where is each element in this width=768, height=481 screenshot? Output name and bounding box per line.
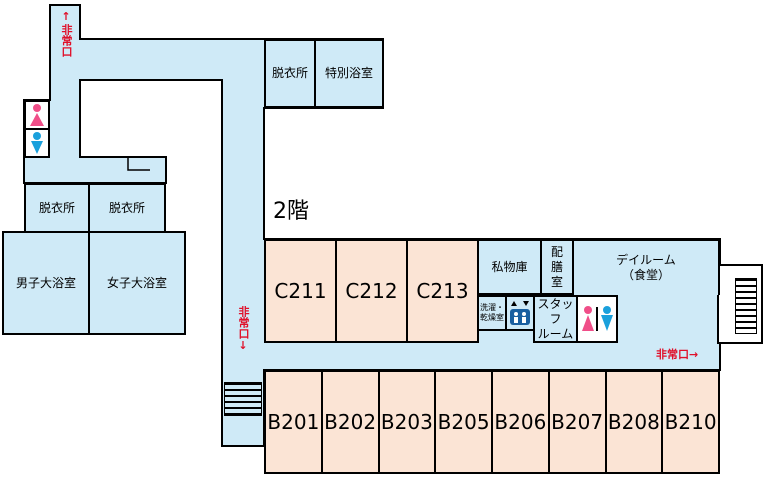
b-room-row: B201 B202 B203 B205 B206 B207 B208 B210 — [264, 370, 720, 474]
male-icon-head-right — [603, 306, 611, 314]
female-icon-body-right — [582, 315, 594, 331]
room-c212-label: C212 — [345, 279, 398, 303]
room-special-bath-label: 特別浴室 — [324, 66, 373, 80]
elevator-person-1-body — [514, 317, 518, 323]
elevator-person-1 — [514, 312, 518, 316]
room-b203-label: B203 — [380, 410, 433, 434]
male-icon-head — [33, 132, 41, 140]
room-c211-label: C211 — [274, 279, 327, 303]
room-b208: B208 — [604, 370, 664, 474]
exit-middle: 非常口 ↓ — [232, 306, 254, 353]
elevator-person-2 — [522, 312, 526, 316]
room-b205: B205 — [434, 370, 493, 474]
room-b210-label: B210 — [664, 410, 717, 434]
room-day-room: デイルーム （食堂） — [572, 239, 720, 295]
toilet-divider — [596, 307, 598, 331]
female-icon-head — [33, 104, 41, 112]
stairs-left — [224, 382, 262, 416]
female-icon — [30, 104, 44, 126]
room-b201: B201 — [264, 370, 323, 474]
room-womens-bath-label: 女子大浴室 — [106, 275, 167, 290]
elevator-icon — [510, 301, 530, 325]
room-b207: B207 — [547, 370, 607, 474]
room-private-storage: 私物庫 — [477, 239, 542, 295]
room-staff: スタッフ ルーム — [533, 295, 578, 343]
room-b201-label: B201 — [267, 410, 320, 434]
room-b203: B203 — [377, 370, 437, 474]
elevator — [505, 295, 535, 331]
toilet-right-icons — [582, 306, 613, 331]
room-staff-label-2: ルーム — [537, 326, 574, 341]
room-womens-bath: 女子大浴室 — [88, 231, 186, 335]
room-dressing-left-1: 脱衣所 — [24, 183, 90, 233]
elevator-up-arrow — [511, 301, 517, 306]
room-laundry-label-2: 乾燥室 — [480, 313, 504, 322]
room-special-bath: 特別浴室 — [314, 39, 384, 108]
room-dressing-top-label: 脱衣所 — [271, 66, 308, 80]
stairs-right — [735, 278, 757, 334]
exit-middle-text: 非常口 — [237, 306, 250, 339]
room-b210: B210 — [661, 370, 720, 474]
male-icon — [31, 132, 43, 154]
room-dressing-top: 脱衣所 — [264, 39, 316, 108]
elevator-down-arrow — [523, 301, 529, 306]
elevator-box — [510, 309, 530, 325]
room-b206: B206 — [491, 370, 550, 474]
toilet-male-left — [24, 128, 50, 158]
room-b208-label: B208 — [607, 410, 660, 434]
room-day-room-label-2: （食堂） — [621, 268, 670, 282]
room-private-storage-label: 私物庫 — [491, 259, 528, 274]
male-icon-body-right — [601, 315, 613, 331]
female-icon-body — [30, 113, 44, 126]
room-dressing-left-2-label: 脱衣所 — [108, 200, 145, 215]
room-dressing-left-2: 脱衣所 — [88, 183, 166, 233]
exit-right: 非常口→ — [656, 348, 699, 361]
room-laundry: 洗濯・ 乾燥室 — [477, 295, 507, 331]
room-b202: B202 — [320, 370, 380, 474]
exit-top-arrow: ↑ — [61, 10, 71, 23]
room-b202-label: B202 — [324, 410, 377, 434]
exit-top: ↑ 非常口 — [55, 10, 77, 57]
room-c211: C211 — [264, 239, 337, 343]
room-mens-bath: 男子大浴室 — [2, 231, 90, 335]
toilet-right — [576, 295, 618, 343]
toilet-female-left — [24, 100, 50, 130]
room-b207-label: B207 — [551, 410, 604, 434]
room-serving: 配膳室 — [540, 239, 574, 295]
room-dressing-left-1-label: 脱衣所 — [38, 200, 75, 215]
room-c212: C212 — [335, 239, 408, 343]
room-laundry-label-1: 洗濯・ — [480, 303, 504, 312]
floor-label: 2階 — [273, 199, 309, 224]
room-b205-label: B205 — [437, 410, 490, 434]
exit-middle-arrow: ↓ — [238, 339, 248, 352]
exit-top-text: 非常口 — [60, 24, 73, 57]
room-mens-bath-label: 男子大浴室 — [15, 275, 76, 290]
corridor-notch — [127, 157, 150, 171]
elevator-person-2-body — [522, 317, 526, 323]
room-day-room-label-1: デイルーム — [616, 253, 676, 267]
room-serving-label: 配膳室 — [550, 244, 563, 289]
female-icon-head-right — [584, 306, 592, 314]
male-icon-body — [31, 141, 43, 154]
room-b206-label: B206 — [494, 410, 547, 434]
room-staff-label-1: スタッフ — [537, 296, 574, 326]
room-c213-label: C213 — [416, 279, 469, 303]
room-c213: C213 — [406, 239, 479, 343]
